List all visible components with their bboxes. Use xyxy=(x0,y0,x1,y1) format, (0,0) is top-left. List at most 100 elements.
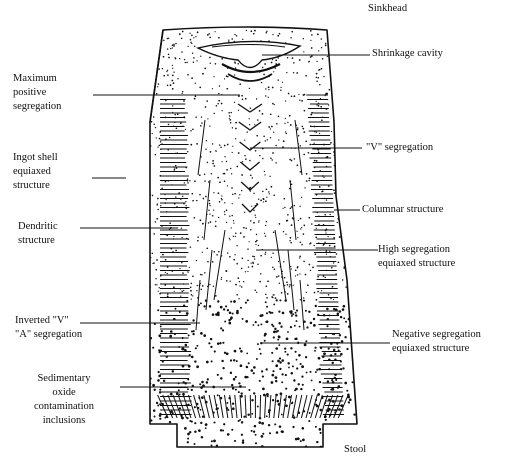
label-line: Dendritic xyxy=(18,220,58,234)
stipple-dot xyxy=(161,330,163,332)
stipple-dot xyxy=(261,370,263,372)
stipple-dot xyxy=(298,220,299,221)
stipple-dot xyxy=(194,422,196,424)
stipple-dot xyxy=(253,366,256,369)
stipple-dot xyxy=(241,174,243,176)
stipple-dot xyxy=(154,416,156,418)
stipple-dot xyxy=(226,209,228,211)
stipple-dot xyxy=(231,215,232,216)
label-line: Sedimentary xyxy=(17,372,111,386)
stipple-dot xyxy=(165,272,166,273)
stipple-dot xyxy=(266,393,269,396)
stipple-dot xyxy=(205,423,208,426)
stipple-dot xyxy=(189,33,190,34)
stipple-dot xyxy=(294,95,296,97)
stipple-dot xyxy=(310,56,312,58)
dendrite-stroke xyxy=(300,280,304,330)
stipple-dot xyxy=(195,116,197,118)
stipple-dot xyxy=(212,160,214,162)
stipple-dot xyxy=(314,160,316,162)
stipple-dot xyxy=(199,87,201,89)
stipple-dot xyxy=(341,340,344,343)
stipple-dot xyxy=(260,200,262,202)
label-line: Ingot shell xyxy=(13,151,58,165)
stipple-dot xyxy=(220,147,222,149)
stipple-dot xyxy=(207,261,209,263)
stipple-dot xyxy=(295,388,298,391)
stipple-dot xyxy=(311,47,313,49)
stipple-dot xyxy=(325,45,327,47)
stipple-dot xyxy=(338,71,340,73)
stipple-dot xyxy=(334,165,335,166)
stipple-dot xyxy=(215,63,217,65)
stipple-dot xyxy=(346,157,347,158)
stipple-dot xyxy=(242,318,244,320)
stipple-dot xyxy=(259,155,260,156)
stipple-dot xyxy=(294,205,295,206)
stipple-dot xyxy=(231,384,233,386)
stipple-dot xyxy=(300,228,301,229)
stipple-dot xyxy=(321,68,323,70)
stipple-dot xyxy=(177,114,179,116)
stipple-dot xyxy=(346,45,347,46)
stipple-dot xyxy=(352,65,353,66)
stipple-dot xyxy=(205,106,207,108)
label-line: equiaxed xyxy=(13,165,58,179)
stipple-dot xyxy=(201,436,203,438)
stipple-dot xyxy=(221,195,222,196)
stipple-dot xyxy=(242,99,244,101)
stipple-dot xyxy=(296,320,298,322)
stipple-dot xyxy=(317,291,319,293)
stipple-dot xyxy=(230,168,231,169)
stipple-dot xyxy=(155,221,157,223)
stipple-dot xyxy=(236,245,237,246)
stipple-dot xyxy=(337,134,338,135)
stipple-dot xyxy=(257,343,259,345)
stipple-dot xyxy=(230,280,231,281)
stipple-dot xyxy=(273,71,274,72)
stipple-dot xyxy=(259,110,261,112)
stipple-dot xyxy=(150,337,152,339)
dendrite-stroke xyxy=(214,230,225,300)
stipple-dot xyxy=(344,160,346,162)
stipple-dot xyxy=(179,407,181,409)
stipple-dot xyxy=(181,38,183,40)
stipple-dot xyxy=(298,94,299,95)
stipple-dot xyxy=(163,56,165,58)
stipple-dot xyxy=(201,381,204,384)
stipple-dot xyxy=(237,63,239,65)
stipple-dot xyxy=(280,89,281,90)
stipple-dot xyxy=(156,218,158,220)
stipple-dot xyxy=(270,113,272,115)
stipple-dot xyxy=(263,136,265,138)
stipple-dot xyxy=(297,127,299,129)
stipple-dot xyxy=(209,305,211,307)
stipple-dot xyxy=(343,317,345,319)
stipple-dot xyxy=(337,51,339,53)
stipple-dot xyxy=(285,374,287,376)
stipple-dot xyxy=(250,174,252,176)
stipple-dot xyxy=(278,57,279,58)
stipple-dot xyxy=(191,193,193,195)
stipple-dot xyxy=(257,119,259,121)
stipple-dot xyxy=(239,194,240,195)
stipple-dot xyxy=(353,169,354,170)
stipple-dot xyxy=(245,98,247,100)
stipple-dot xyxy=(281,292,283,294)
stipple-dot xyxy=(266,189,268,191)
stipple-dot xyxy=(234,34,235,35)
stipple-dot xyxy=(327,236,328,237)
stipple-dot xyxy=(253,209,255,211)
stipple-dot xyxy=(245,302,247,304)
stipple-dot xyxy=(172,88,174,90)
stipple-dot xyxy=(186,300,188,302)
stipple-dot xyxy=(229,118,230,119)
stipple-dot xyxy=(329,89,331,91)
stipple-dot xyxy=(184,182,185,183)
stipple-dot xyxy=(239,347,241,349)
stipple-dot xyxy=(262,433,264,435)
stipple-dot xyxy=(177,78,178,79)
stipple-dot xyxy=(205,427,207,429)
stipple-dot xyxy=(299,326,301,328)
stipple-dot xyxy=(164,417,166,419)
